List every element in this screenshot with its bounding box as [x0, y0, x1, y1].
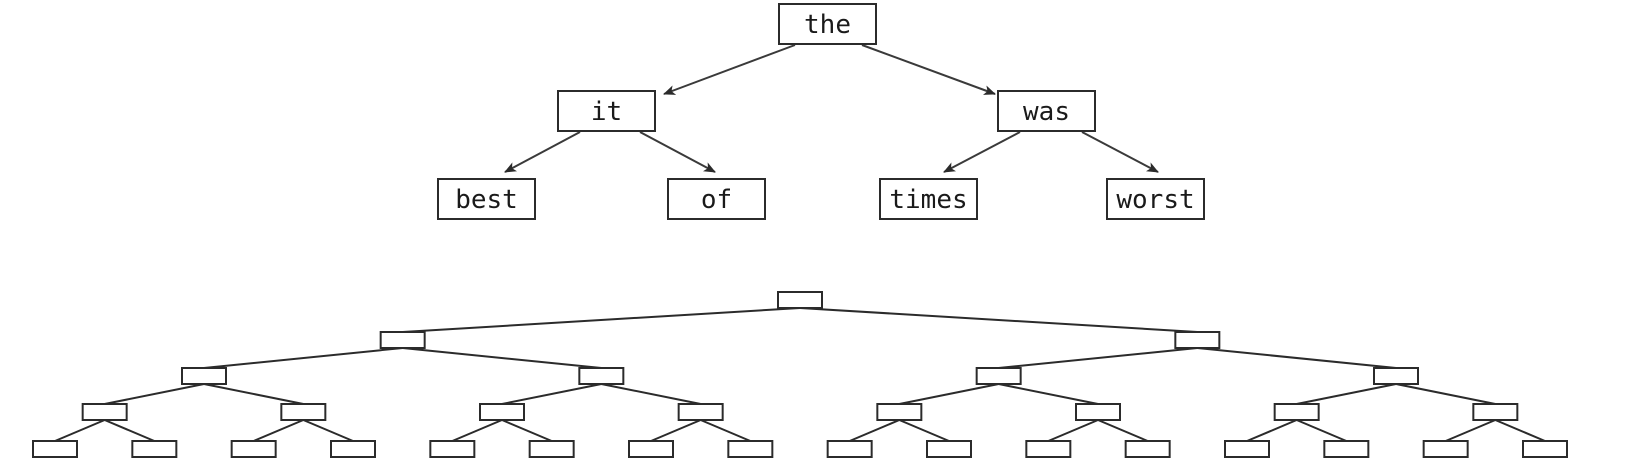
node-label-best: best: [455, 185, 518, 215]
tree-node: [1472, 403, 1519, 421]
tree-edge: [104, 383, 205, 405]
tree-node: [32, 440, 78, 458]
tree-node: [330, 440, 376, 458]
tree-edge: [1097, 419, 1149, 442]
node-times: times: [879, 178, 978, 220]
tree-node: [826, 440, 873, 458]
tree-edge: [998, 383, 1099, 405]
node-the: the: [778, 3, 877, 45]
edge-was-worst: [1081, 131, 1159, 173]
tree-node: [1273, 403, 1320, 421]
unlabeled-complete-tree: [32, 291, 1568, 458]
tree-edge: [700, 419, 751, 442]
tree-node: [876, 403, 923, 421]
tree-edge: [898, 419, 950, 442]
node-of: of: [667, 178, 766, 220]
tree-node: [1174, 331, 1221, 349]
edge-the-it: [663, 44, 796, 95]
tree-node: [429, 440, 476, 458]
labeled-binary-tree: the it was best of times worst: [437, 3, 1205, 220]
tree-node: [1025, 440, 1072, 458]
node-was: was: [997, 90, 1096, 132]
tree-node: [578, 367, 625, 385]
tree-node: [528, 440, 575, 458]
node-label-was: was: [1023, 97, 1070, 127]
tree-edge: [302, 419, 354, 442]
tree-edge: [451, 419, 503, 442]
tree-edge: [203, 383, 304, 405]
tree-node: [1373, 367, 1419, 385]
tree-node: [280, 403, 327, 421]
tree-edge: [501, 383, 602, 405]
tree-edge: [402, 307, 801, 333]
tree-node: [131, 440, 178, 458]
node-it: it: [557, 90, 656, 132]
tree-edge: [1445, 419, 1496, 442]
tree-node: [777, 291, 823, 309]
tree-node: [1522, 440, 1568, 458]
tree-node: [1224, 440, 1270, 458]
edge-it-of: [639, 131, 716, 173]
tree-node: [230, 440, 277, 458]
node-label-of: of: [701, 185, 732, 215]
tree-node: [1124, 440, 1171, 458]
tree-edge: [1296, 383, 1397, 405]
node-label-worst: worst: [1116, 185, 1194, 215]
tree-edge: [54, 419, 106, 442]
tree-edge: [501, 419, 553, 442]
tree-edge: [253, 419, 304, 442]
tree-node: [479, 403, 525, 421]
tree-edge: [1246, 419, 1298, 442]
tree-node: [181, 367, 227, 385]
tree-edge: [1296, 419, 1347, 442]
tree-node: [677, 403, 724, 421]
tree-edge: [1494, 419, 1546, 442]
tree-edge: [1047, 419, 1099, 442]
edge-it-best: [504, 131, 581, 173]
node-best: best: [437, 178, 536, 220]
node-label-the: the: [804, 10, 851, 40]
node-worst: worst: [1106, 178, 1205, 220]
node-label-times: times: [889, 185, 967, 215]
tree-edge: [1395, 383, 1496, 405]
tree-node: [379, 331, 426, 349]
edge-the-was: [861, 44, 996, 95]
tree-edge: [799, 307, 1198, 333]
tree-node: [975, 367, 1022, 385]
tree-node: [727, 440, 774, 458]
tree-edge: [998, 347, 1198, 369]
tree-edge: [402, 347, 602, 369]
tree-edge: [650, 419, 702, 442]
edge-was-times: [943, 131, 1021, 173]
tree-edge: [203, 347, 403, 369]
tree-edge: [1197, 347, 1397, 369]
node-label-it: it: [591, 97, 622, 127]
tree-node: [81, 403, 128, 421]
tree-edge: [104, 419, 155, 442]
tree-edge: [601, 383, 701, 405]
tree-node: [1422, 440, 1469, 458]
tree-node: [628, 440, 674, 458]
tree-node: [1323, 440, 1370, 458]
tree-node: [1075, 403, 1121, 421]
tree-node: [926, 440, 972, 458]
tree-edge: [899, 383, 999, 405]
tree-edge: [849, 419, 900, 442]
